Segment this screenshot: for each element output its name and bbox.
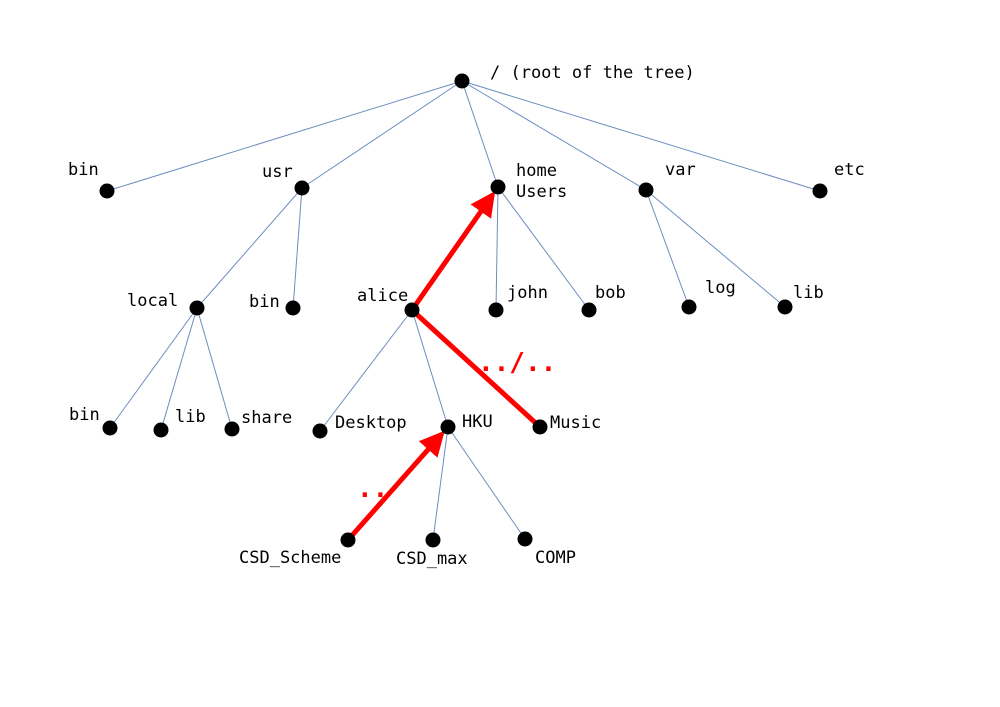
- edge-alice-hku: [411, 309, 449, 428]
- node-csd_scheme: [340, 532, 356, 548]
- label-music: Music: [550, 413, 601, 433]
- label-var_log: log: [705, 278, 736, 298]
- label-alice: alice: [357, 286, 408, 306]
- relative-path-arrows: .. ../..: [346, 191, 556, 542]
- label-usr_local: local: [127, 291, 178, 311]
- relative-path-label-music: ../..: [478, 348, 556, 378]
- node-bin: [99, 183, 115, 199]
- node-usr_local: [189, 300, 205, 316]
- label-comp: COMP: [535, 548, 576, 568]
- edge-usr-usr_bin: [292, 187, 303, 309]
- relative-path-arrow-csd_scheme-to-hku: [346, 430, 445, 542]
- label-csd_scheme: CSD_Scheme: [239, 548, 341, 568]
- label-root: / (root of the tree): [490, 63, 695, 83]
- label-john: john: [507, 283, 548, 303]
- edge-usr_local-local_share: [196, 307, 233, 430]
- relative-path-arrow-music-to-alice: [410, 308, 542, 429]
- edge-root-var: [461, 80, 647, 191]
- label-hku: HKU: [462, 412, 493, 432]
- tree-nodes: [99, 73, 828, 548]
- label-desktop: Desktop: [335, 413, 407, 433]
- node-usr: [294, 180, 310, 196]
- node-usr_bin: [285, 300, 301, 316]
- label-bob: bob: [595, 283, 626, 303]
- edge-alice-desktop: [319, 309, 413, 432]
- node-comp: [517, 531, 533, 547]
- label-local_bin: bin: [69, 405, 100, 425]
- tree-edges: [106, 80, 821, 541]
- node-desktop: [312, 423, 328, 439]
- edge-root-bin: [106, 80, 463, 192]
- node-home: [490, 179, 506, 195]
- node-local_bin: [102, 420, 118, 436]
- node-var_lib: [777, 299, 793, 315]
- label-home: home: [516, 161, 557, 181]
- node-csd_max: [425, 532, 441, 548]
- node-music: [532, 419, 548, 435]
- label-csd_max: CSD_max: [396, 549, 468, 569]
- node-hku: [440, 419, 456, 435]
- node-local_share: [224, 421, 240, 437]
- node-local_lib: [153, 422, 169, 438]
- node-var: [638, 182, 654, 198]
- edge-home-bob: [497, 186, 590, 311]
- edge-hku-comp: [447, 426, 526, 540]
- label-usr_bin: bin: [249, 292, 280, 312]
- edge-usr_local-local_lib: [160, 307, 198, 431]
- label-home_alt: Users: [516, 182, 567, 202]
- label-var_lib: lib: [793, 283, 824, 303]
- node-alice: [404, 302, 420, 318]
- label-local_lib: lib: [175, 407, 206, 427]
- label-etc: etc: [834, 160, 865, 180]
- edge-hku-csd_max: [432, 426, 449, 541]
- label-local_share: share: [241, 408, 292, 428]
- edge-usr_local-local_bin: [109, 307, 198, 429]
- node-root: [454, 73, 470, 89]
- edge-var-var_log: [645, 189, 690, 308]
- label-usr: usr: [262, 162, 293, 182]
- edge-root-etc: [461, 80, 821, 192]
- label-bin: bin: [68, 160, 99, 180]
- relative-path-label-csd_scheme: ..: [357, 474, 388, 504]
- relative-path-arrow-alice-to-home: [409, 191, 496, 312]
- edge-usr-usr_local: [196, 187, 303, 309]
- edge-root-usr: [301, 80, 463, 189]
- edge-root-home: [461, 80, 499, 188]
- label-var: var: [665, 160, 696, 180]
- node-bob: [581, 302, 597, 318]
- node-etc: [812, 183, 828, 199]
- edge-var-var_lib: [645, 189, 786, 308]
- node-john: [488, 302, 504, 318]
- edge-home-john: [495, 186, 499, 311]
- node-var_log: [681, 299, 697, 315]
